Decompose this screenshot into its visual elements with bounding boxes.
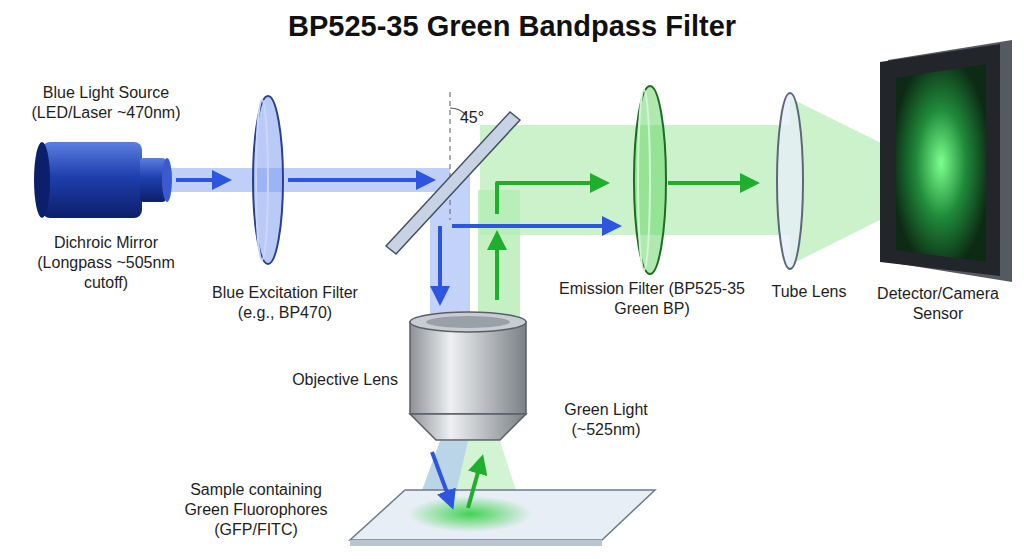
angle-label: 45° xyxy=(452,108,492,128)
mirror-label: Dichroic Mirror (Longpass ~505nm cutoff) xyxy=(26,233,186,293)
detector xyxy=(880,40,1012,282)
blue-arrow xyxy=(438,226,442,302)
green-arrow xyxy=(495,234,499,300)
filter-label: Blue Excitation Filter (e.g., BP470) xyxy=(195,283,375,323)
sample-label: Sample containing Green Fluorophores (GF… xyxy=(171,480,341,540)
source-aperture xyxy=(162,158,172,202)
title: BP525-35 Green Bandpass Filter xyxy=(288,8,736,44)
emission-filter-rim xyxy=(638,90,650,270)
objective-aperture xyxy=(426,316,510,328)
objective-lens xyxy=(410,312,526,440)
excitation-filter-rim xyxy=(256,100,268,260)
source-body xyxy=(42,142,142,218)
green-arrow xyxy=(468,458,482,508)
objective-nose xyxy=(410,414,526,440)
objective-body xyxy=(410,322,526,414)
detector-face xyxy=(880,44,1000,276)
green-arrow xyxy=(668,181,756,185)
detector-label: Detector/Camera Sensor xyxy=(863,284,1013,324)
light-label: Green Light (~525nm) xyxy=(541,400,671,440)
emission-filter xyxy=(634,86,666,274)
lens-label: Objective Lens xyxy=(248,370,398,390)
sample-slide xyxy=(350,490,655,540)
source-back xyxy=(34,142,50,218)
source-label: Blue Light Source (LED/Laser ~470nm) xyxy=(6,83,206,123)
tube-lens xyxy=(777,93,803,269)
slide-edge xyxy=(350,540,602,546)
sensor xyxy=(896,64,986,262)
blue-arrow xyxy=(452,224,618,228)
filter-label: Emission Filter (BP525-35 Green BP) xyxy=(557,279,747,319)
normal-line xyxy=(449,92,450,220)
blue-arrow xyxy=(432,452,452,506)
excitation-filter xyxy=(253,96,283,264)
green-arrow xyxy=(497,183,606,214)
light-source xyxy=(34,142,172,218)
blue-arrow xyxy=(288,178,432,182)
lens-label: Tube Lens xyxy=(759,282,859,302)
blue-beam xyxy=(168,168,450,192)
objective-top xyxy=(410,312,526,332)
blue-arrow xyxy=(176,178,228,182)
